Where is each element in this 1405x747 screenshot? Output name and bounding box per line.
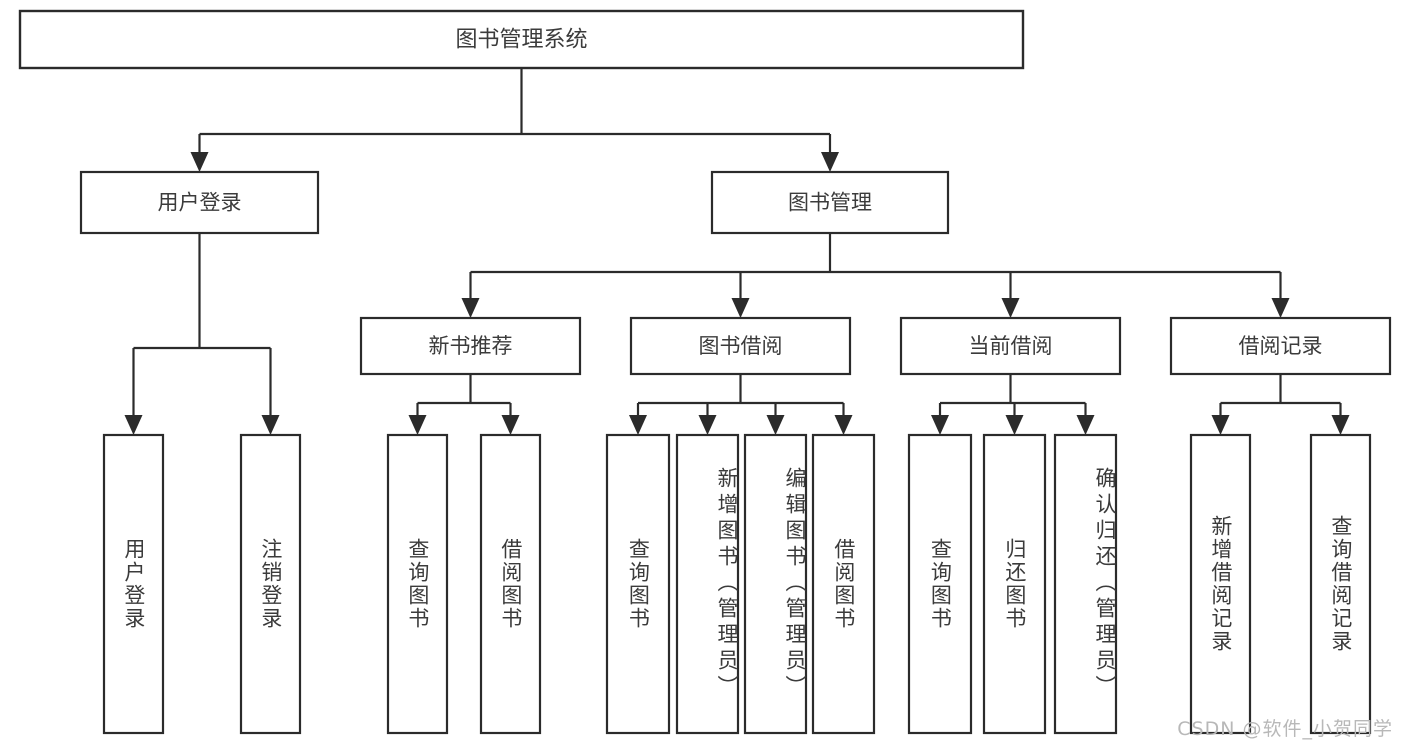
node-book-manage-box[interactable]: [710, 170, 950, 235]
node-current-borrow-group[interactable]: 当前借阅: [899, 316, 1122, 376]
arrow-to-user-login: [190, 152, 209, 172]
node-book-borrow-group[interactable]: 图书借阅: [629, 316, 852, 376]
connector-layer: [124, 68, 1350, 435]
arrow-to-new-book-rec: [461, 298, 480, 318]
node-user-login-box[interactable]: [79, 170, 320, 235]
leaf-box-leaf-query-book-rec[interactable]: [386, 433, 449, 735]
leaf-box-leaf-borrow-book[interactable]: [811, 433, 876, 735]
node-root-box[interactable]: [18, 9, 1025, 70]
node-book-manage-group[interactable]: 图书管理: [710, 170, 950, 235]
arrow-to-leaf-query-book-current: [931, 415, 949, 435]
watermark-text: CSDN @软件_小贺同学: [1177, 718, 1393, 740]
leaf-box-leaf-query-book-current[interactable]: [907, 433, 973, 735]
arrow-to-leaf-borrow-book: [834, 415, 853, 435]
arrow-to-leaf-user-login: [124, 415, 143, 435]
arrow-to-current-borrow: [1001, 298, 1020, 318]
node-new-book-rec-label: 新书推荐: [429, 334, 513, 358]
arrow-to-borrow-record: [1271, 298, 1290, 318]
leaf-box-leaf-user-login[interactable]: [102, 433, 165, 735]
node-current-borrow-box[interactable]: [899, 316, 1122, 376]
arrow-to-book-borrow: [731, 298, 750, 318]
leaf-box-leaf-add-borrow-record[interactable]: [1189, 433, 1252, 735]
node-current-borrow-label: 当前借阅: [969, 334, 1053, 358]
arrow-to-leaf-add-borrow-record: [1211, 415, 1230, 435]
arrow-to-leaf-query-book-borrow: [629, 415, 647, 435]
leaf-box-leaf-edit-book-admin[interactable]: [743, 433, 808, 735]
arrow-to-leaf-return-book: [1005, 415, 1024, 435]
arrow-to-book-manage: [821, 152, 839, 172]
leaf-box-leaf-query-book-borrow[interactable]: [605, 433, 671, 735]
leaf-box-leaf-user-logout[interactable]: [239, 433, 302, 735]
arrow-to-leaf-edit-book-admin: [766, 415, 785, 435]
node-new-book-rec-box[interactable]: [359, 316, 582, 376]
node-root-group[interactable]: 图书管理系统: [18, 9, 1025, 70]
arrow-to-leaf-borrow-book-rec: [501, 415, 520, 435]
node-borrow-record-group[interactable]: 借阅记录: [1169, 316, 1392, 376]
leaf-box-leaf-confirm-return-admin[interactable]: [1053, 433, 1118, 735]
leaf-box-leaf-return-book[interactable]: [982, 433, 1047, 735]
node-book-borrow-box[interactable]: [629, 316, 852, 376]
leaf-box-leaf-add-book-admin[interactable]: [675, 433, 740, 735]
arrow-to-leaf-add-book-admin: [698, 415, 717, 435]
node-new-book-rec-group[interactable]: 新书推荐: [359, 316, 582, 376]
node-borrow-record-label: 借阅记录: [1239, 334, 1323, 358]
node-borrow-record-box[interactable]: [1169, 316, 1392, 376]
arrow-to-leaf-confirm-return-admin: [1076, 415, 1095, 435]
leaf-box-leaf-borrow-book-rec[interactable]: [479, 433, 542, 735]
node-book-manage-label: 图书管理: [788, 191, 872, 215]
node-user-login-group[interactable]: 用户登录: [79, 170, 320, 235]
arrow-to-leaf-query-borrow-record: [1331, 415, 1350, 435]
node-root-label: 图书管理系统: [455, 28, 587, 53]
arrow-to-leaf-user-logout: [261, 415, 280, 435]
arrow-to-leaf-query-book-rec: [408, 415, 427, 435]
leaf-box-leaf-query-borrow-record[interactable]: [1309, 433, 1372, 735]
node-book-borrow-label: 图书借阅: [699, 334, 783, 358]
node-user-login-label: 用户登录: [158, 191, 242, 215]
